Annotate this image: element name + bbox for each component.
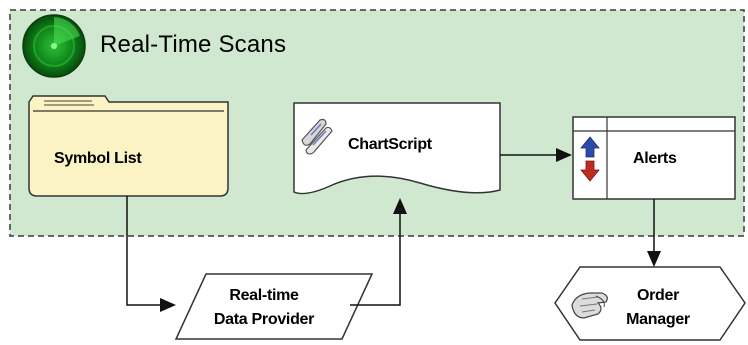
data-provider-node bbox=[174, 273, 374, 340]
script-scroll-icon bbox=[301, 118, 333, 155]
data-provider-label-line1: Real-time bbox=[229, 287, 299, 304]
data-provider-label-line2: Data Provider bbox=[213, 311, 315, 328]
arrowhead bbox=[160, 298, 176, 312]
radar-icon bbox=[22, 14, 86, 78]
order-manager-label-line1: Order bbox=[636, 287, 680, 304]
arrowhead bbox=[647, 251, 661, 267]
symbol-list-label: Symbol List bbox=[54, 150, 142, 167]
alerts-node bbox=[572, 116, 736, 200]
up-down-arrows-icon bbox=[580, 136, 600, 182]
data-provider-label: Real-time Data Provider bbox=[194, 284, 334, 332]
edge-symbol-list-to-data-provider bbox=[126, 196, 176, 312]
arrowhead bbox=[393, 198, 407, 214]
order-manager-label: Order Manager bbox=[608, 284, 708, 332]
chartscript-label: ChartScript bbox=[348, 136, 432, 153]
edge-alerts-to-order-manager bbox=[647, 199, 661, 267]
folder-icon bbox=[28, 95, 229, 197]
chartscript-node bbox=[293, 102, 501, 195]
order-manager-node bbox=[554, 266, 746, 341]
alerts-label: Alerts bbox=[633, 150, 677, 167]
edge-chartscript-to-alerts bbox=[500, 148, 572, 162]
order-manager-label-line2: Manager bbox=[626, 311, 690, 328]
arrowhead bbox=[556, 148, 572, 162]
edge-data-provider-to-chartscript bbox=[350, 198, 407, 306]
symbol-list-node bbox=[28, 95, 229, 197]
handshake-icon bbox=[571, 292, 608, 319]
scan-region-title: Real-Time Scans bbox=[100, 31, 287, 58]
